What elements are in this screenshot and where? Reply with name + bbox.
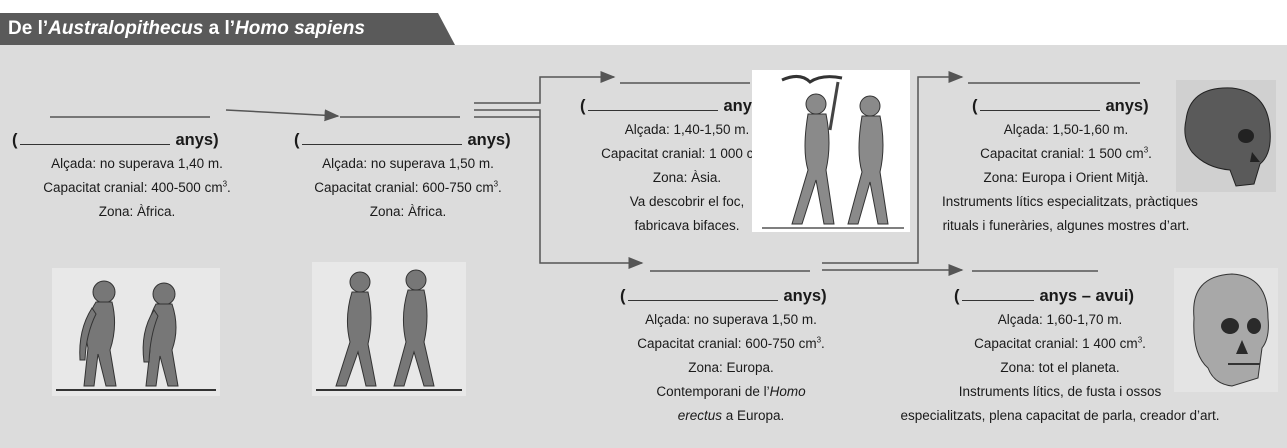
zone-text: Zona: Àfrica.: [369, 204, 447, 219]
zone-text: Zona: Europa.: [688, 360, 774, 375]
capacity-text: Capacitat cranial: 400-500 cm3.: [43, 179, 231, 195]
species-block-4: ( anys) Alçada: 1,50-1,60 m. Capacitat cr…: [942, 94, 1198, 238]
height-text: Alçada: 1,50-1,60 m.: [1003, 122, 1129, 137]
height-text: Alçada: 1,60-1,70 m.: [997, 312, 1123, 327]
capacity-text: Capacitat cranial: 1 400 cm3.: [974, 335, 1146, 351]
paren: (: [294, 131, 300, 149]
arrow-1-2: [225, 109, 340, 122]
date-blank[interactable]: [979, 96, 1100, 111]
height-text: Alçada: 1,40-1,50 m.: [624, 122, 750, 137]
species-block-6: ( anys – avui) Alçada: 1,60-1,70 m. Capac…: [862, 284, 1258, 428]
note-text: Va descobrir el foc,: [629, 194, 745, 209]
paren: (: [620, 287, 626, 305]
unit-label: anys): [175, 131, 219, 149]
homo-erectus-torch-illustration: [752, 70, 910, 232]
species-block-1: ( anys) Alçada: no superava 1,40 m. Capac…: [6, 128, 268, 224]
diagram-title: De l’Australopithecus a l’Homo sapiens: [0, 13, 455, 45]
zone-text: Zona: Àfrica.: [98, 204, 176, 219]
paren: (: [580, 97, 586, 115]
unit-label: anys): [783, 287, 827, 305]
capacity-text: Capacitat cranial: 600-750 cm3.: [637, 335, 825, 351]
note-text: erectus a Europa.: [677, 408, 785, 423]
paren: (: [972, 97, 978, 115]
title-genus: Australopithecus: [48, 18, 204, 39]
species-block-5: ( anys) Alçada: no superava 1,50 m. Capac…: [606, 284, 856, 428]
date-blank[interactable]: [301, 130, 462, 145]
neanderthal-skull-illustration: [1176, 80, 1276, 192]
arrow-5-4: [822, 71, 964, 264]
unit-label: anys): [1105, 97, 1149, 115]
paren: (: [954, 287, 960, 305]
arrow-2-5: [474, 109, 644, 269]
capacity-text: Capacitat cranial: 600-750 cm3.: [314, 179, 502, 195]
date-blank[interactable]: [19, 130, 170, 145]
note-text: rituals i funeràries, algunes mostres d’…: [942, 218, 1190, 233]
date-blank[interactable]: [587, 96, 718, 111]
zone-text: Zona: Europa i Orient Mitjà.: [983, 170, 1149, 185]
note-text: Instruments lítics especialitzats, pràct…: [942, 194, 1198, 209]
title-part: De l’: [8, 18, 49, 39]
height-text: Alçada: no superava 1,50 m.: [645, 312, 817, 327]
zone-text: Zona: Àsia.: [652, 170, 722, 185]
capacity-text: Capacitat cranial: 1 500 cm3.: [980, 145, 1152, 161]
homo-habilis-illustration: [312, 262, 466, 396]
australopithecus-illustration: [52, 268, 220, 396]
height-text: Alçada: no superava 1,50 m.: [322, 156, 494, 171]
title-species: Homo sapiens: [235, 18, 365, 39]
note-text: Contemporani de l’Homo: [656, 384, 806, 399]
zone-text: Zona: tot el planeta.: [1000, 360, 1120, 375]
unit-label: anys): [467, 131, 511, 149]
arrow-2-3: [474, 71, 616, 104]
note-text: especialitzats, plena capacitat de parla…: [900, 408, 1220, 423]
title-part: a l’: [203, 18, 236, 39]
date-blank[interactable]: [627, 286, 778, 301]
note-text: Instruments lítics, de fusta i ossos: [958, 384, 1162, 399]
date-blank[interactable]: [961, 286, 1034, 301]
height-text: Alçada: no superava 1,40 m.: [51, 156, 223, 171]
note-text: fabricava bifaces.: [634, 218, 740, 233]
species-block-2: ( anys) Alçada: no superava 1,50 m. Capac…: [288, 128, 528, 224]
sapiens-skull-illustration: [1174, 268, 1278, 392]
unit-label: anys – avui): [1039, 287, 1134, 305]
paren: (: [12, 131, 18, 149]
